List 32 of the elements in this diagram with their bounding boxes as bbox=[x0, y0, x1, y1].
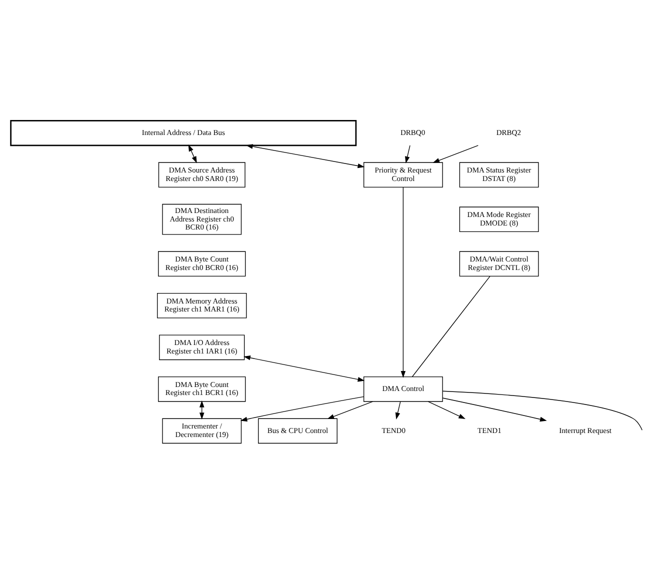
node-box: Bus & CPU Control bbox=[258, 418, 338, 444]
arrow bbox=[327, 401, 374, 419]
arrow bbox=[400, 187, 406, 378]
node-box: DMA Byte Count Register ch1 BCR1 (16) bbox=[158, 376, 246, 402]
node-box: DMA Byte Count Register ch0 BCR0 (16) bbox=[158, 251, 246, 277]
node-text: DRBQ0 bbox=[400, 128, 426, 137]
arrow bbox=[428, 401, 466, 420]
node-text: Interrupt Request bbox=[559, 426, 612, 435]
node-box: DMA Source Address Register ch0 SAR0 (19) bbox=[158, 162, 246, 188]
node-box: Priority & Request Control bbox=[363, 162, 443, 188]
connector bbox=[442, 390, 642, 430]
node-text: TEND0 bbox=[382, 426, 406, 435]
connector bbox=[412, 276, 490, 378]
node-box: DMA Control bbox=[363, 376, 443, 402]
arrow bbox=[240, 396, 364, 422]
node-box: Internal Address / Data Bus bbox=[10, 120, 357, 146]
node-text: DRBQ2 bbox=[496, 128, 521, 137]
node-box: DMA Memory Address Register ch1 MAR1 (16) bbox=[157, 292, 247, 318]
node-text: TEND1 bbox=[478, 426, 502, 435]
arrow bbox=[244, 355, 365, 382]
arrow bbox=[395, 401, 401, 420]
arrow bbox=[246, 144, 365, 168]
arrow bbox=[432, 145, 478, 163]
node-box: DMA Mode Register DMODE (8) bbox=[459, 206, 539, 232]
node-box: Incrementer / Decrementer (19) bbox=[162, 418, 242, 444]
node-box: DMA Destination Address Register ch0 BCR0 (16) bbox=[162, 204, 242, 235]
arrow bbox=[442, 398, 547, 422]
node-box: DMA/Wait Control Register DCNTL (8) bbox=[459, 251, 539, 277]
node-box: DMA Status Register DSTAT (8) bbox=[459, 162, 539, 188]
arrow bbox=[188, 144, 197, 164]
arrow bbox=[405, 145, 410, 164]
node-box: DMA I/O Address Register ch1 IAR1 (16) bbox=[159, 334, 245, 360]
